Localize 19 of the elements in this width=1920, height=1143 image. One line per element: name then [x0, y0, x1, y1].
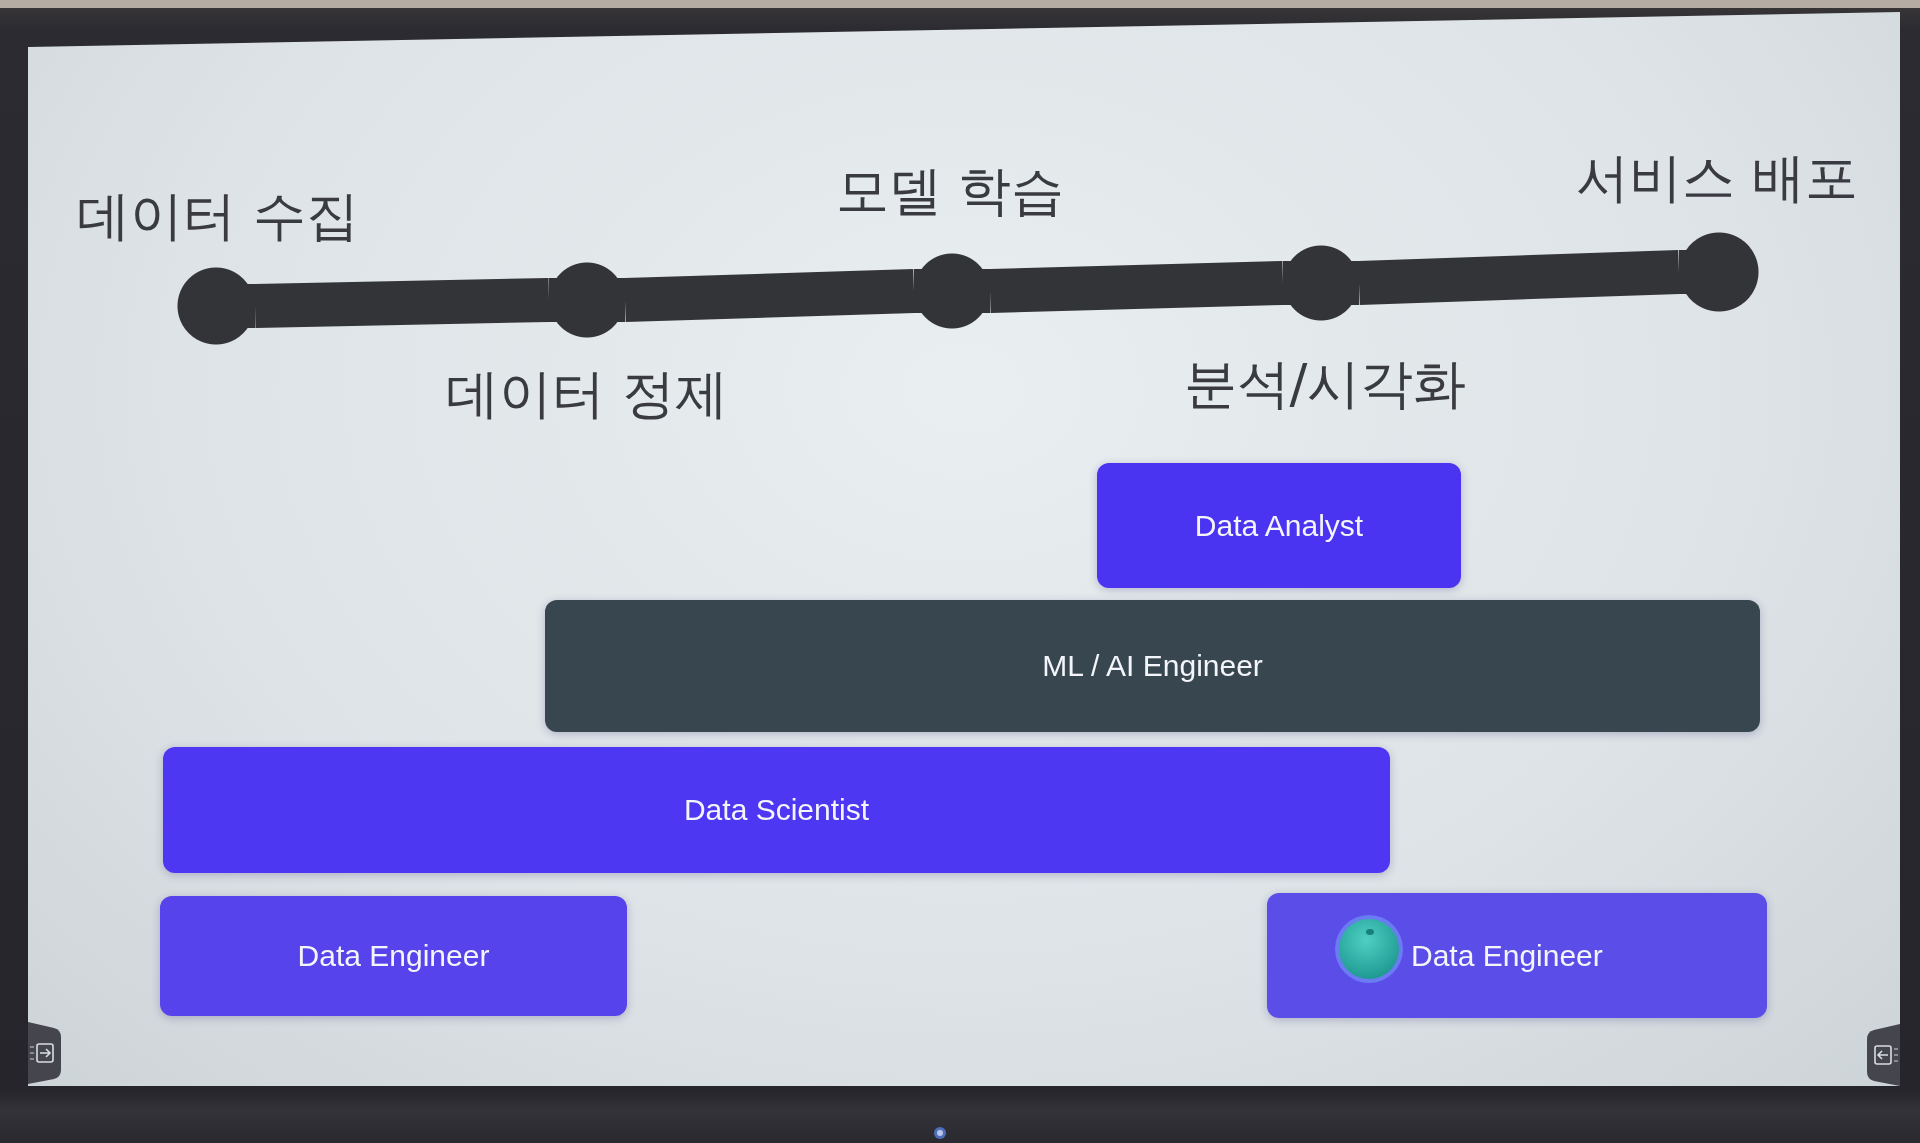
stage-label: 분석/시각화 [1183, 352, 1467, 416]
role-bar [1267, 893, 1767, 1018]
bar-label: Data Scientist [683, 792, 870, 828]
role-bar [163, 747, 1390, 873]
timeline-bar [989, 261, 1284, 313]
role-bar [160, 896, 627, 1016]
bar-label: Data Analyst [1194, 507, 1364, 544]
bar-label: Data Engineer [1411, 937, 1603, 974]
bar-label: Data Engineer [297, 938, 490, 974]
role-bar [545, 600, 1760, 732]
role-bar [1097, 463, 1461, 588]
stage-label: 데이터 정제 [446, 362, 728, 426]
bar-label: ML / AI Engineer [1042, 648, 1263, 684]
timeline-bar [254, 278, 550, 328]
timeline-bar [1358, 250, 1680, 305]
stage-label: 모델 학습 [835, 159, 1065, 223]
timeline-bar [624, 269, 915, 322]
stage-label: 서비스 배포 [1576, 146, 1858, 210]
stage-label: 데이터 수집 [77, 184, 359, 248]
